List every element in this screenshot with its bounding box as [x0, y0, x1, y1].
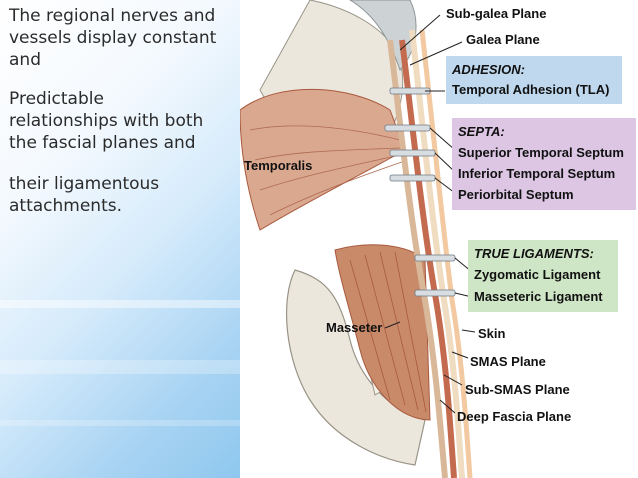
caption-panel: The regional nerves and vessels display … — [0, 0, 240, 478]
mandible-bone — [286, 269, 426, 466]
caption-line: vessels display constant — [9, 28, 217, 48]
caption-line: The regional nerves and — [9, 6, 216, 26]
panel-highlight — [0, 420, 240, 426]
septa-item: Periorbital Septum — [458, 187, 574, 202]
masseter-muscle — [334, 244, 431, 421]
label-galea: Galea Plane — [466, 32, 540, 47]
label-sub-smas: Sub-SMAS Plane — [465, 382, 570, 397]
septa-title: SEPTA: — [458, 124, 505, 139]
caption-line: relationships with both — [9, 111, 204, 131]
hair — [349, 0, 417, 71]
adhesion-box: ADHESION: Temporal Adhesion (TLA) — [446, 56, 622, 104]
ligaments-title: TRUE LIGAMENTS: — [474, 246, 594, 261]
label-skin: Skin — [478, 326, 506, 341]
label-sub-galea: Sub-galea Plane — [446, 6, 547, 21]
septa-item: Superior Temporal Septum — [458, 145, 624, 160]
masseter-fibers — [349, 251, 427, 413]
ligaments-item: Zygomatic Ligament — [474, 267, 601, 282]
adhesion-title: ADHESION: — [452, 62, 525, 77]
panel-highlight — [0, 300, 240, 308]
label-masseter: Masseter — [326, 320, 383, 335]
temporalis-muscle — [240, 88, 406, 231]
label-temporalis: Temporalis — [244, 158, 313, 173]
leader-lines — [384, 14, 476, 414]
anatomy-drawing — [240, 0, 476, 478]
caption-line: their ligamentous — [9, 174, 160, 194]
true-ligaments-box: TRUE LIGAMENTS: Zygomatic Ligament Masse… — [468, 240, 618, 312]
caption-line: Predictable — [9, 89, 104, 109]
label-smas: SMAS Plane — [470, 354, 546, 369]
septa-item: Inferior Temporal Septum — [458, 166, 616, 181]
panel-highlight — [0, 360, 240, 374]
ligaments-item: Masseteric Ligament — [474, 289, 603, 304]
temporalis-fibers — [249, 125, 403, 216]
facial-anatomy-illustration: ADHESION: Temporal Adhesion (TLA) SEPTA:… — [240, 0, 638, 478]
label-deep-fascia: Deep Fascia Plane — [457, 409, 572, 424]
adhesion-item: Temporal Adhesion (TLA) — [452, 82, 610, 97]
septa-box: SEPTA: Superior Temporal Septum Inferior… — [452, 118, 636, 210]
caption-line: and — [9, 50, 41, 70]
caption-line: attachments. — [9, 196, 123, 216]
caption-line: the fascial planes and — [9, 133, 196, 153]
